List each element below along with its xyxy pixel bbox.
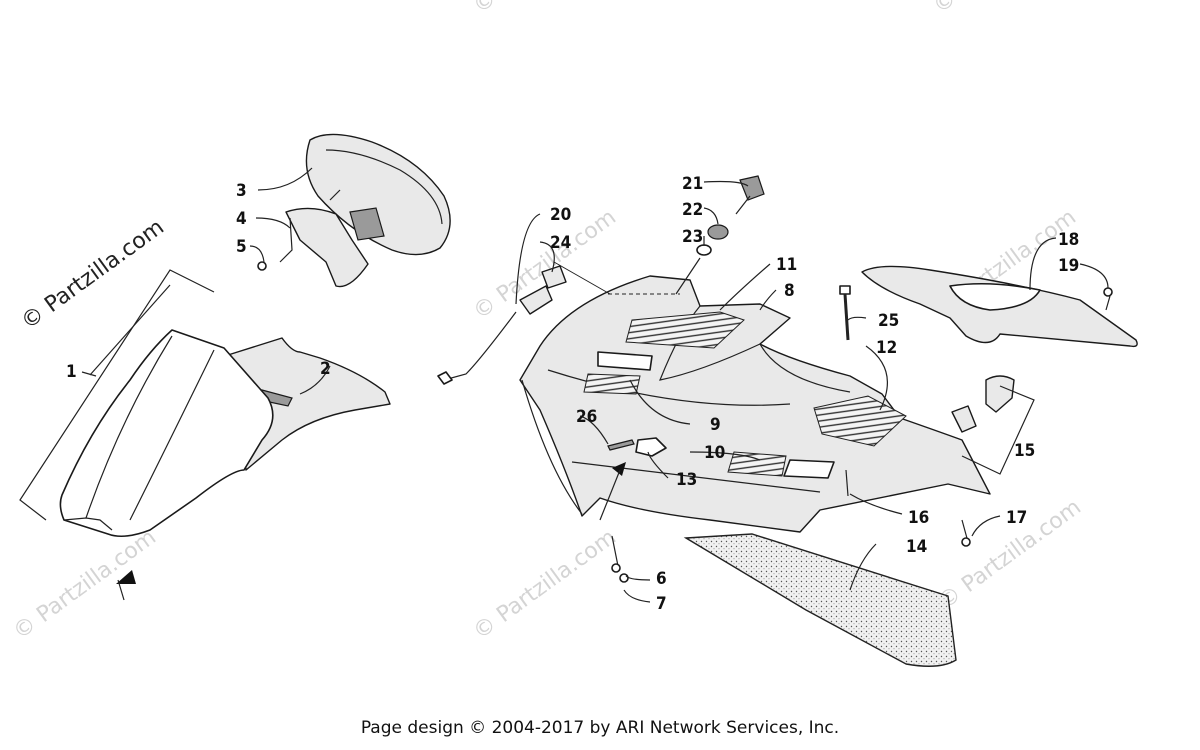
callout-9: 9 [710, 415, 721, 435]
washer-22 [707, 224, 729, 240]
watermark-main: © Partzilla.com [17, 215, 169, 335]
callout-18: 18 [1058, 230, 1079, 250]
decal-12 [813, 395, 907, 447]
callout-15: 15 [1014, 441, 1035, 461]
watermark: © Partzilla.com [469, 525, 621, 645]
callout-4: 4 [236, 209, 247, 229]
key [739, 175, 765, 201]
clip [607, 439, 635, 451]
bolt-25 [839, 285, 851, 295]
callout-8: 8 [784, 281, 795, 301]
callout-7: 7 [656, 594, 667, 614]
page-footer: Page design © 2004-2017 by ARI Network S… [360, 718, 840, 738]
decal-11 [625, 311, 745, 349]
callout-2: 2 [320, 359, 331, 379]
front-fender-group [19, 133, 451, 601]
foam-pad [683, 533, 957, 667]
knob-24 [541, 265, 567, 289]
fender-lower-panel [227, 337, 391, 471]
decal-9 [583, 373, 641, 395]
callout-13: 13 [676, 470, 697, 490]
callout-6: 6 [656, 569, 667, 589]
callout-20: 20 [550, 205, 571, 225]
headlight-housing [305, 133, 451, 256]
callout-16: 16 [908, 508, 929, 528]
callout-3: 3 [236, 181, 247, 201]
callout-22: 22 [682, 200, 703, 220]
switch [519, 285, 553, 315]
watermark: © Partzilla.com [469, 0, 621, 19]
leader-lines [81, 167, 1109, 603]
callout-23: 23 [682, 227, 703, 247]
callout-12: 12 [876, 338, 897, 358]
hood-panel [519, 275, 991, 533]
plug-cap [951, 405, 977, 433]
grommet [635, 437, 667, 457]
callout-21: 21 [682, 174, 703, 194]
callout-10: 10 [704, 443, 725, 463]
callout-labels: 1 2 3 4 5 6 7 8 9 10 11 12 13 14 15 16 1… [66, 174, 1079, 614]
watermark: © Partzilla.com [9, 525, 161, 645]
plug [985, 375, 1015, 413]
callout-14: 14 [906, 537, 927, 557]
callout-24: 24 [550, 233, 571, 253]
callout-5: 5 [236, 237, 247, 257]
callout-19: 19 [1058, 256, 1079, 276]
callout-11: 11 [776, 255, 797, 275]
callout-25: 25 [878, 311, 899, 331]
decal-10 [727, 451, 787, 477]
callout-1: 1 [66, 362, 77, 382]
callout-17: 17 [1006, 508, 1027, 528]
callout-26: 26 [576, 407, 597, 427]
watermark: © Partzilla.com [929, 0, 1081, 19]
nut [257, 261, 267, 271]
hood-group [437, 175, 1138, 667]
headlight-bracket [285, 207, 369, 288]
